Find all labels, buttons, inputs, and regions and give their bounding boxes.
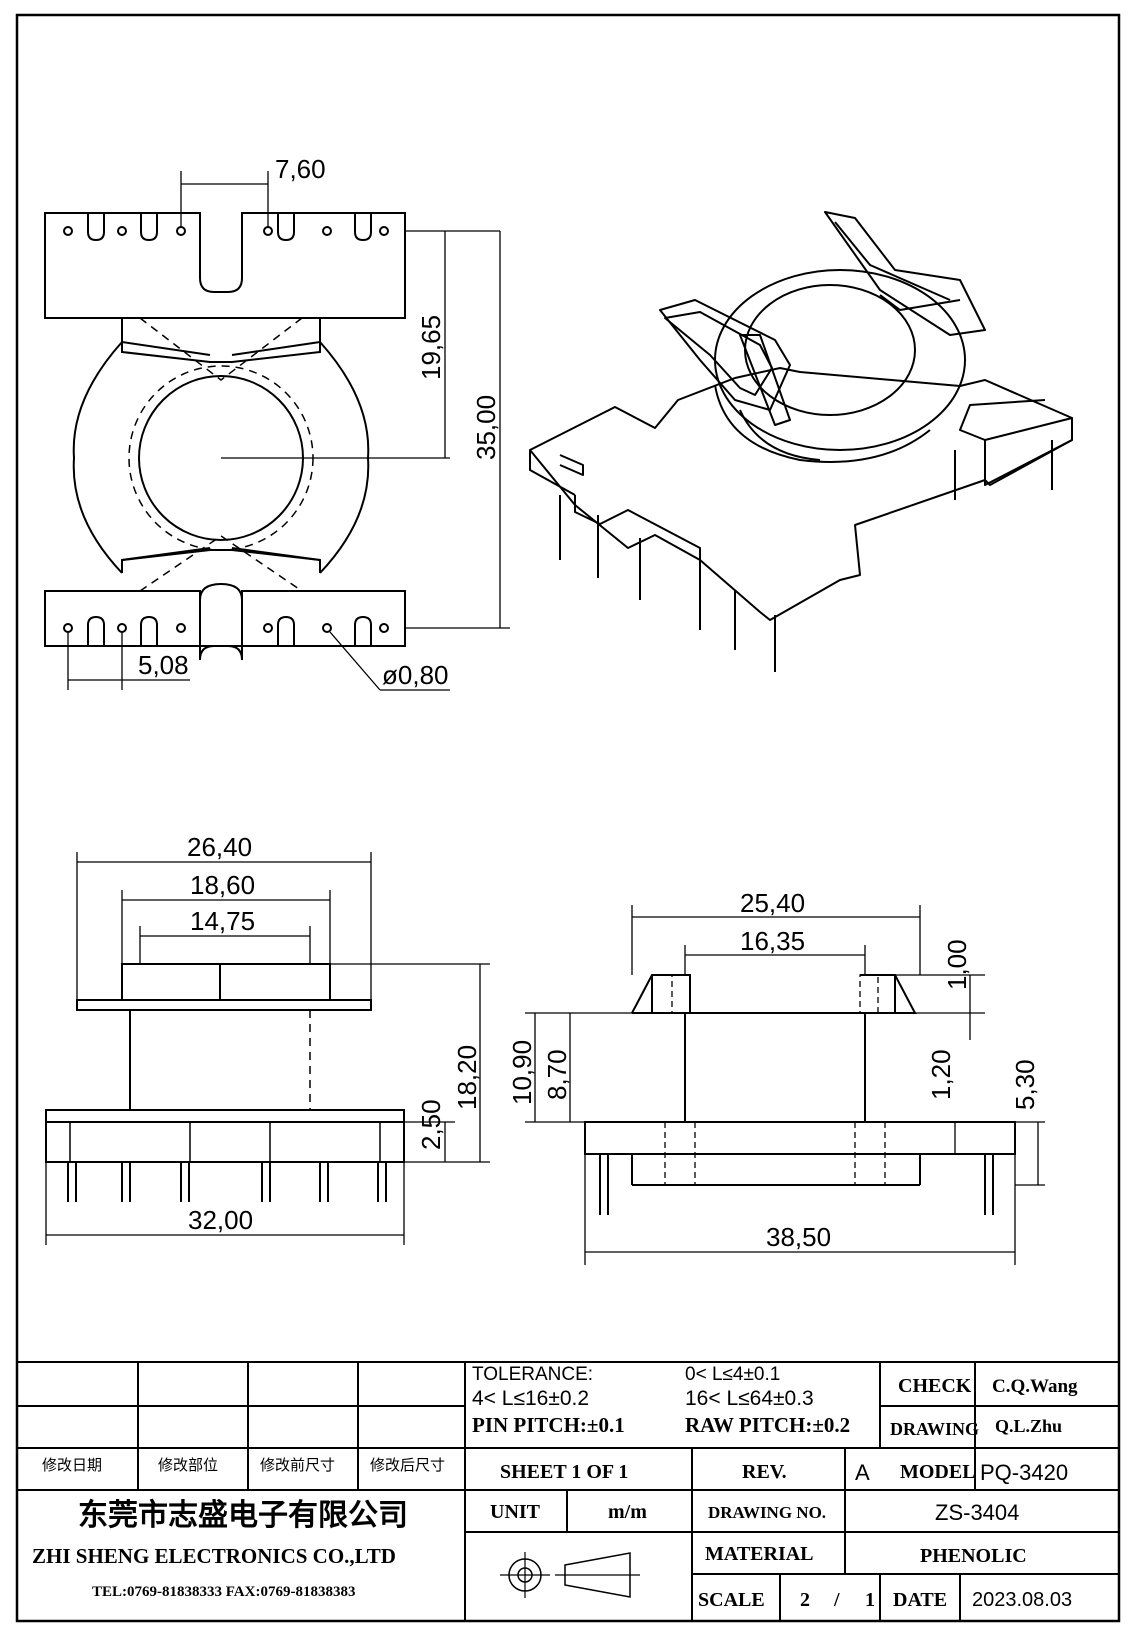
tolerance-3: 16< L≤64±0.3 [685,1387,814,1410]
dim-height-b: 8,70 [542,1049,572,1100]
scale-separator: / [833,1589,840,1611]
date-value: 2023.08.03 [972,1589,1072,1611]
title-block [17,1361,1119,1621]
tolerance-1: 0< L≤4±0.1 [685,1364,780,1385]
dim-pin-gap: 7,60 [275,154,326,184]
dim-half-height: 19,65 [416,315,446,380]
rev-header-part: 修改部位 [158,1457,218,1474]
model-label: MODEL [900,1461,976,1483]
side-view [584,974,1016,1215]
dim-pin-diameter: ø0,80 [382,660,449,690]
dim-side-flange-width: 25,40 [740,888,805,918]
bottom-terminal-block [44,590,406,661]
raw-pitch-tol: RAW PITCH:±0.2 [685,1413,850,1437]
drawing-no-label: DRAWING NO. [708,1503,826,1522]
unit-value: m/m [608,1501,647,1523]
rev-header-after: 修改后尺寸 [370,1457,445,1474]
dim-side-base-height: 5,30 [1010,1059,1040,1110]
unit-label: UNIT [490,1501,541,1523]
drawing-value: Q.L.Zhu [995,1416,1062,1436]
model-value: PQ-3420 [980,1460,1068,1485]
drawing-no-value: ZS-3404 [935,1500,1019,1525]
material-value: PHENOLIC [920,1545,1027,1567]
scale-numerator: 2 [800,1589,810,1611]
scale-label: SCALE [698,1589,765,1611]
tolerance-2: 4< L≤16±0.2 [472,1387,589,1410]
top-view [44,212,450,661]
sheet-label: SHEET 1 OF 1 [500,1461,628,1483]
dim-base-width-front: 32,00 [188,1205,253,1235]
dim-core-width: 16,35 [740,926,805,956]
company-name-en: ZHI SHENG ELECTRONICS CO.,LTD [32,1544,396,1568]
drawing-label: DRAWING [890,1419,979,1439]
dim-flange-width: 26,40 [187,832,252,862]
rev-header-date: 修改日期 [42,1457,102,1474]
rev-header-before: 修改前尺寸 [260,1457,335,1474]
front-view [45,963,405,1202]
dim-side-base-width: 38,50 [766,1222,831,1252]
dim-height-a: 10,90 [507,1040,537,1105]
check-value: C.Q.Wang [992,1376,1078,1397]
company-contact: TEL:0769-81838333 FAX:0769-81838383 [92,1584,355,1600]
sheet-border [15,13,1121,1623]
material-label: MATERIAL [705,1543,814,1565]
scale-denominator: 1 [865,1589,875,1611]
dim-step: 1,20 [926,1049,956,1100]
isometric-view [529,211,1073,672]
tolerance-label: TOLERANCE: [472,1364,593,1385]
rev-label: REV. [742,1461,787,1483]
date-label: DATE [893,1589,947,1611]
dim-top-thickness: 1,00 [942,939,972,990]
dim-pin-pitch: 5,08 [138,650,189,680]
dim-total-height-top: 35,00 [471,395,501,460]
dim-bore-width: 14,75 [190,906,255,936]
rev-value: A [855,1460,870,1485]
dim-winding-width: 18,60 [190,870,255,900]
top-terminal-block [44,212,406,319]
dim-base-height-front: 2,50 [416,1099,446,1150]
check-label: CHECK [898,1375,972,1397]
dim-total-height-front: 18,20 [452,1045,482,1110]
pin-pitch-tol: PIN PITCH:±0.1 [472,1413,625,1437]
company-name-cn: 东莞市志盛电子有限公司 [78,1498,408,1532]
